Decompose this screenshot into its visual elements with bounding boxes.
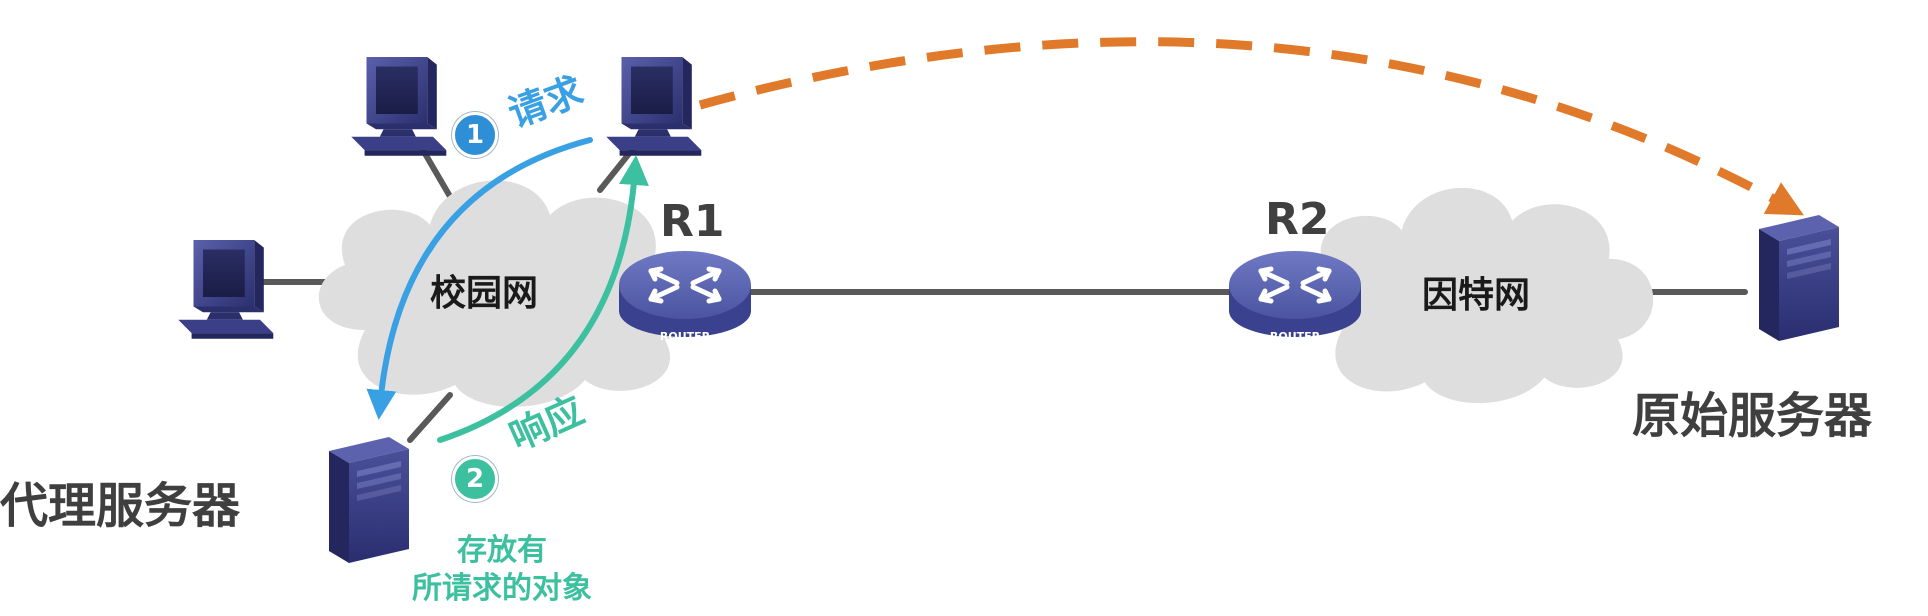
link-proxy-campus (407, 392, 453, 443)
proxy-server-label: 代理服务器 (0, 478, 241, 534)
original-request-arrow (698, 37, 1804, 216)
router-r2-label: R2 (1265, 194, 1330, 245)
router-r2-tag: ROUTER (1270, 330, 1321, 343)
response-arrow (437, 155, 649, 443)
origin-server-icon (1759, 215, 1839, 341)
campus-network-label: 校园网 (430, 273, 539, 314)
step-1-badge: 1 (452, 112, 498, 158)
stored-object-note-line2: 所请求的对象 (412, 570, 592, 606)
pc-left-icon (178, 240, 274, 339)
pc-client-icon (606, 57, 702, 156)
router-r1-label: R1 (660, 196, 725, 247)
step-2-badge: 2 (452, 456, 498, 502)
stored-object-note-line1: 存放有 (457, 533, 547, 568)
router-r1-tag: ROUTER (660, 330, 711, 343)
pc-top-icon (351, 57, 447, 156)
request-arrow (366, 137, 593, 420)
router-r1-icon (619, 251, 751, 337)
stored-object-note: 存放有 所请求的对象 (392, 532, 612, 607)
origin-server-label: 原始服务器 (1632, 388, 1873, 444)
router-r2-icon (1229, 251, 1361, 337)
internet-label: 因特网 (1422, 275, 1531, 316)
